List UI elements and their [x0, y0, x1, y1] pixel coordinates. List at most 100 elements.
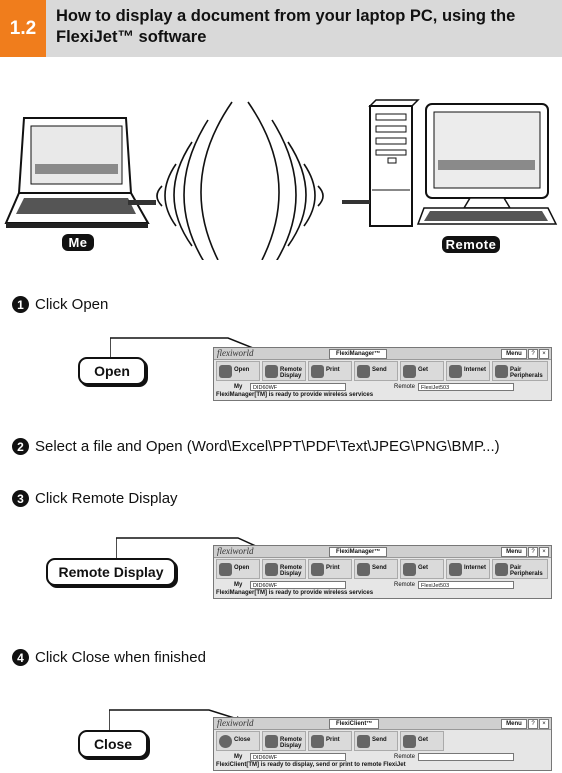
remote-field-label: Remote — [394, 384, 416, 390]
step-3: 3 Click Remote Display — [12, 490, 178, 507]
device-id-field[interactable]: DID60WF — [250, 581, 346, 589]
app-name: FlexiManager™ — [329, 349, 388, 359]
step-1: 1 Click Open — [12, 296, 108, 313]
internet-button[interactable]: Internet — [446, 361, 490, 381]
status-text: FlexiManager[TM] is ready to provide wir… — [216, 590, 374, 596]
close-icon[interactable]: × — [539, 719, 549, 729]
pair-peripherals-button[interactable]: Pair Peripherals — [492, 361, 548, 381]
laptop-icon — [4, 117, 156, 228]
flexi-toolbar: flexiworld FlexiClient™ Menu ? × Close R… — [213, 717, 552, 771]
remote-field-label: Remote — [394, 582, 416, 588]
toolbar-device-row: My DID60WF Remote FlexiJet503 — [214, 383, 551, 392]
remote-label: Remote — [442, 236, 500, 253]
toolbar-device-row: My DID60WF Remote FlexiJet503 — [214, 581, 551, 590]
help-icon[interactable]: ? — [528, 349, 538, 359]
close-callout: Close — [78, 730, 148, 758]
pair-icon — [495, 563, 508, 576]
close-icon[interactable]: × — [539, 349, 549, 359]
pair-peripherals-button[interactable]: Pair Peripherals — [492, 559, 548, 579]
app-name: FlexiManager™ — [329, 547, 388, 557]
desktop-tower-icon — [342, 99, 420, 227]
step-2: 2 Select a file and Open (Word\Excel\PPT… — [12, 438, 500, 455]
print-button[interactable]: Print — [308, 361, 352, 381]
my-label: My — [234, 384, 243, 390]
step-4: 4 Click Close when finished — [12, 649, 206, 666]
remote-field-label: Remote — [394, 754, 416, 760]
print-icon — [311, 563, 324, 576]
status-text: FlexiClient[TM] is ready to display, sen… — [216, 762, 406, 768]
my-label: My — [234, 754, 243, 760]
open-callout: Open — [78, 357, 146, 385]
menu-button[interactable]: Menu — [501, 719, 527, 729]
send-button[interactable]: Send — [354, 731, 398, 751]
open-icon — [219, 563, 232, 576]
remote-select[interactable]: FlexiJet503 — [418, 581, 514, 589]
flexi-toolbar: flexiworld FlexiManager™ Menu ? × Open R… — [213, 545, 552, 599]
close-button[interactable]: Close — [216, 731, 260, 751]
flexiworld-logo: flexiworld — [217, 546, 254, 556]
step-text: Click Remote Display — [35, 490, 178, 507]
app-name: FlexiClient™ — [329, 719, 380, 729]
step-text: Click Open — [35, 296, 109, 313]
internet-icon — [449, 563, 462, 576]
me-label: Me — [62, 234, 94, 251]
toolbar-device-row: My DID60WF Remote — [214, 753, 551, 762]
status-text: FlexiManager[TM] is ready to provide wir… — [216, 392, 374, 398]
send-icon — [357, 735, 370, 748]
step-text: Click Close when finished — [35, 649, 206, 666]
remote-display-button[interactable]: Remote Display — [262, 731, 306, 751]
get-button[interactable]: Get — [400, 731, 444, 751]
remote-display-icon — [265, 365, 278, 378]
remote-display-icon — [265, 735, 278, 748]
toolbar-titlebar: flexiworld FlexiClient™ Menu ? × — [214, 718, 551, 730]
help-icon[interactable]: ? — [528, 547, 538, 557]
connection-illustration — [4, 99, 558, 260]
section-number: 1.2 — [0, 0, 46, 57]
remote-display-button[interactable]: Remote Display — [262, 559, 306, 579]
print-button[interactable]: Print — [308, 731, 352, 751]
menu-button[interactable]: Menu — [501, 349, 527, 359]
get-icon — [403, 563, 416, 576]
menu-button[interactable]: Menu — [501, 547, 527, 557]
close-globe-icon — [219, 735, 232, 748]
remote-select[interactable]: FlexiJet503 — [418, 383, 514, 391]
device-id-field[interactable]: DID60WF — [250, 753, 346, 761]
step-number: 1 — [12, 296, 29, 313]
open-icon — [219, 365, 232, 378]
remote-display-icon — [265, 563, 278, 576]
step-number: 2 — [12, 438, 29, 455]
remote-select[interactable] — [418, 753, 514, 761]
print-button[interactable]: Print — [308, 559, 352, 579]
send-button[interactable]: Send — [354, 559, 398, 579]
pair-icon — [495, 365, 508, 378]
remote-display-button[interactable]: Remote Display — [262, 361, 306, 381]
toolbar-titlebar: flexiworld FlexiManager™ Menu ? × — [214, 546, 551, 558]
step-text: Select a file and Open (Word\Excel\PPT\P… — [35, 438, 500, 455]
send-button[interactable]: Send — [354, 361, 398, 381]
flexi-toolbar: flexiworld FlexiManager™ Menu ? × Open R… — [213, 347, 552, 401]
section-title: How to display a document from your lapt… — [56, 7, 516, 46]
open-button[interactable]: Open — [216, 361, 260, 381]
remote-display-callout: Remote Display — [46, 558, 176, 586]
get-button[interactable]: Get — [400, 559, 444, 579]
wireless-waves-icon — [156, 101, 324, 260]
step-number: 3 — [12, 490, 29, 507]
internet-icon — [449, 365, 462, 378]
my-label: My — [234, 582, 243, 588]
get-icon — [403, 365, 416, 378]
print-icon — [311, 365, 324, 378]
flexiworld-logo: flexiworld — [217, 348, 254, 358]
send-icon — [357, 365, 370, 378]
get-button[interactable]: Get — [400, 361, 444, 381]
send-icon — [357, 563, 370, 576]
flexiworld-logo: flexiworld — [217, 718, 254, 728]
monitor-icon — [416, 103, 558, 225]
device-id-field[interactable]: DID60WF — [250, 383, 346, 391]
get-icon — [403, 735, 416, 748]
close-icon[interactable]: × — [539, 547, 549, 557]
open-button[interactable]: Open — [216, 559, 260, 579]
internet-button[interactable]: Internet — [446, 559, 490, 579]
toolbar-titlebar: flexiworld FlexiManager™ Menu ? × — [214, 348, 551, 360]
help-icon[interactable]: ? — [528, 719, 538, 729]
section-header: 1.2 How to display a document from your … — [0, 0, 562, 57]
